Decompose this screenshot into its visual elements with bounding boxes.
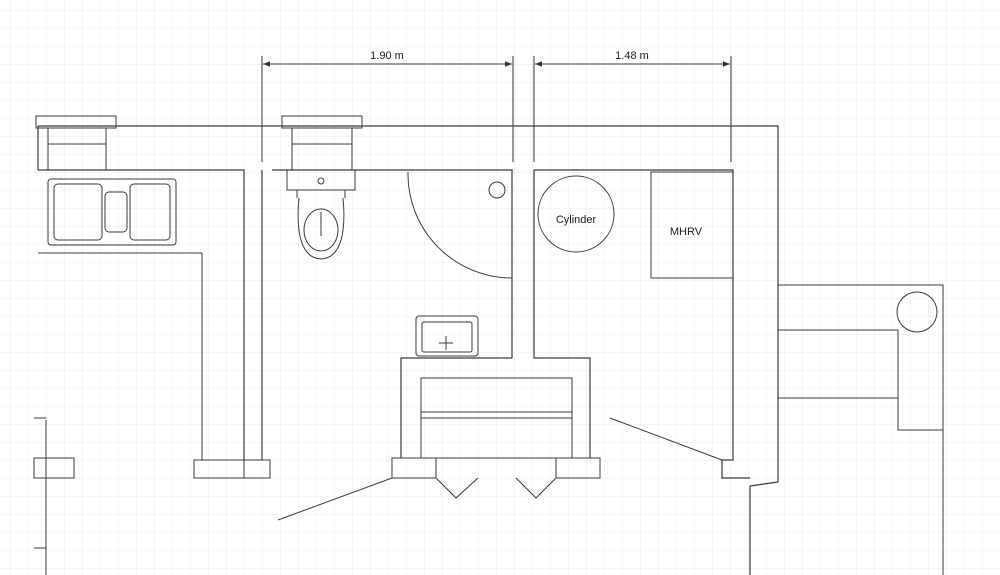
dimension-cupboard-width: 1.48 m <box>533 50 732 162</box>
mhrv-label: MHRV <box>670 226 703 238</box>
dimension-label-toilet: 1.90 m <box>370 50 404 62</box>
left-edge-fragments <box>33 417 75 575</box>
top-wall-window-toilet <box>281 115 363 170</box>
right-structure <box>778 284 944 575</box>
mhrv-unit: MHRV <box>650 171 734 279</box>
toilet-door-swing <box>407 170 513 279</box>
dimension-toilet-width: 1.90 m <box>261 50 514 162</box>
bifold-doors <box>435 477 557 499</box>
wall-pads-left <box>193 459 271 479</box>
top-wall-window-left <box>35 115 117 170</box>
toilet <box>286 169 356 260</box>
kitchen-sink <box>38 178 203 460</box>
cylinder-label: Cylinder <box>556 214 597 226</box>
dimension-label-cupboard: 1.48 m <box>615 50 649 62</box>
wash-basin <box>415 315 479 357</box>
central-counter <box>391 170 601 479</box>
door-swing-lines <box>277 417 723 521</box>
hot-water-cylinder: Cylinder <box>537 175 615 253</box>
